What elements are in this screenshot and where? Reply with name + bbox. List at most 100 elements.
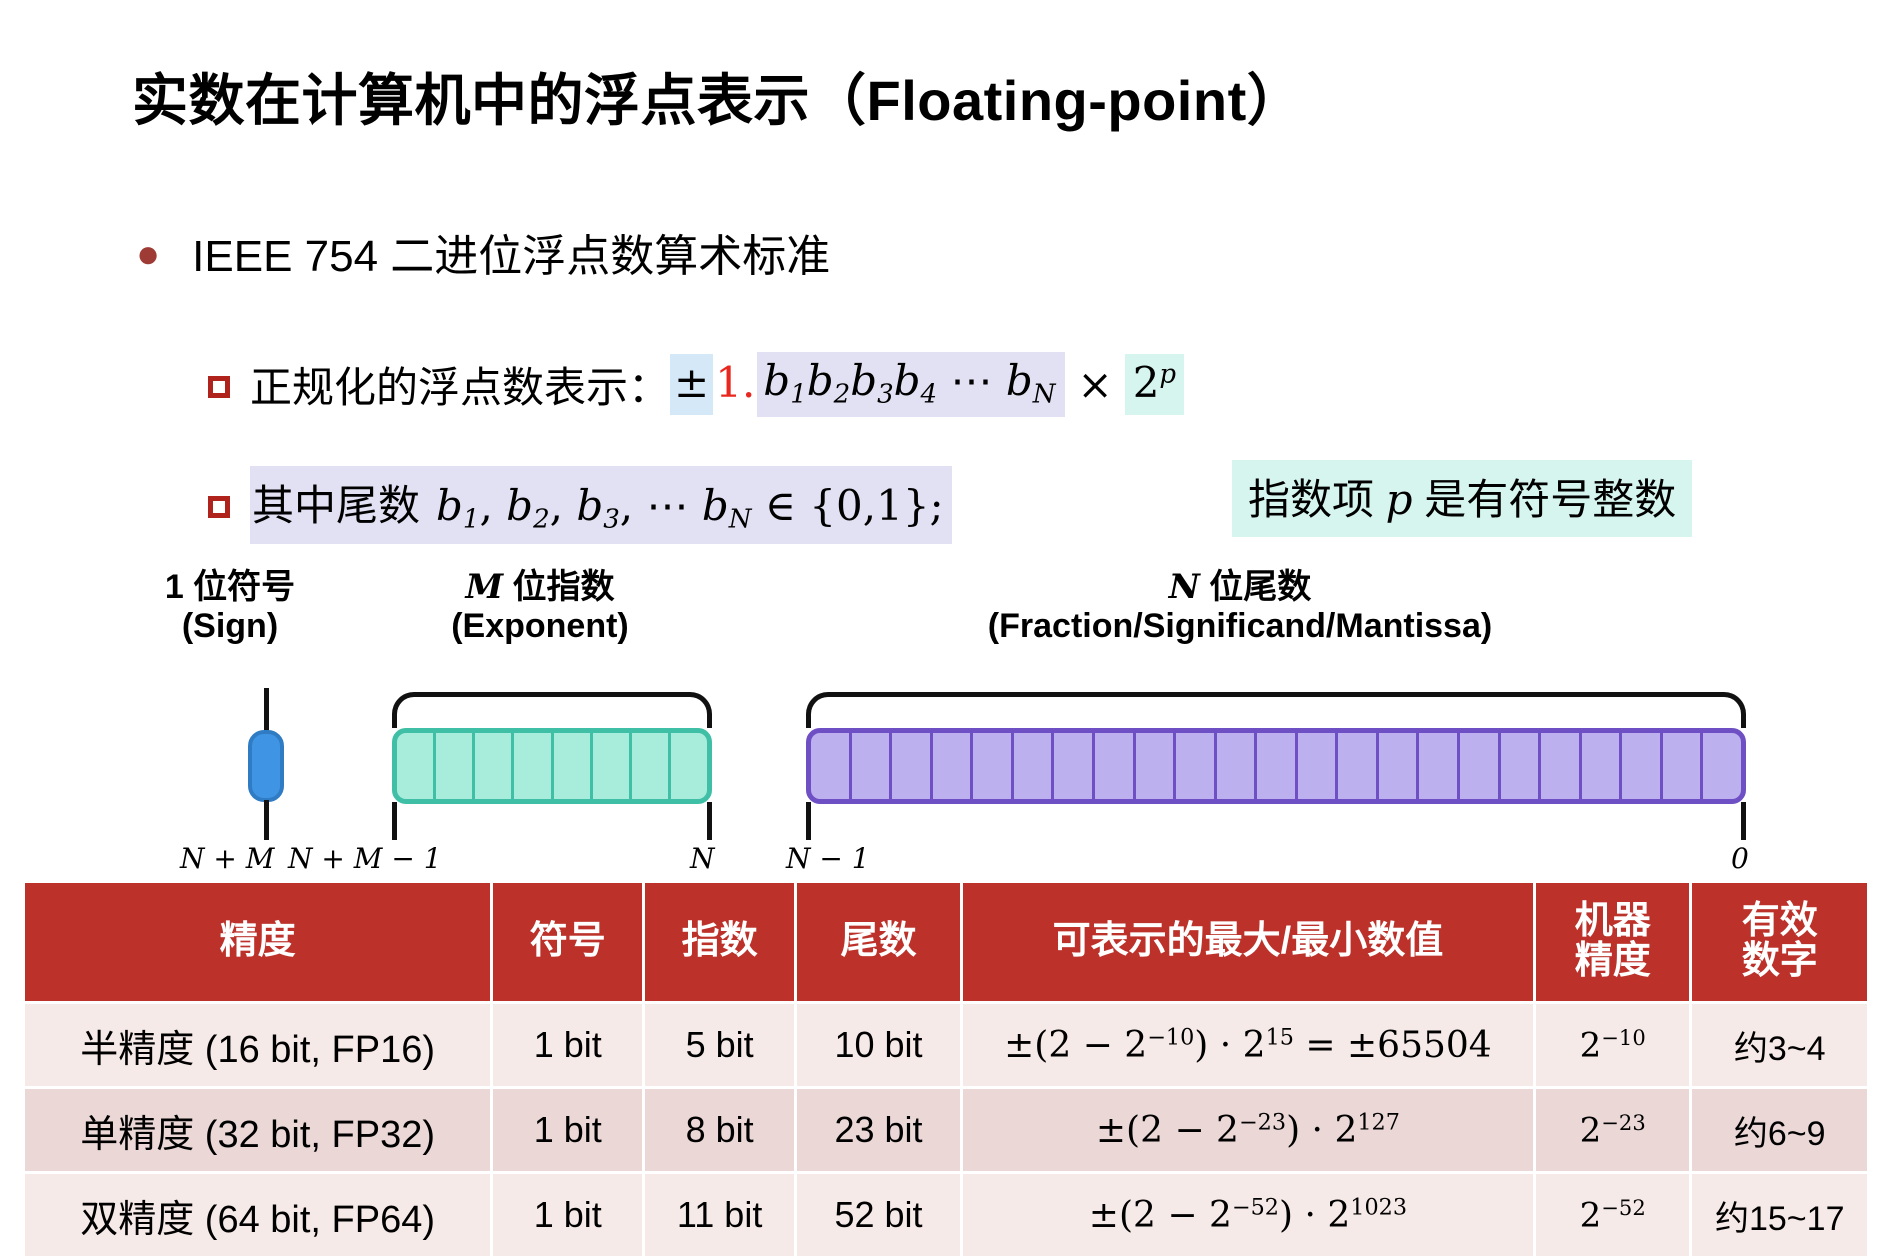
bit-index-mantissa-high: N − 1	[786, 842, 870, 875]
header-mantissa: 尾数	[797, 883, 960, 1001]
exponent-tick-left	[392, 802, 397, 840]
bit-cell	[632, 733, 671, 799]
bit-cell	[593, 733, 632, 799]
bit-cell	[1379, 733, 1420, 799]
bit-cell	[1176, 733, 1217, 799]
formula-leading-one: 1.	[715, 358, 756, 408]
cell-mantissa: 23 bit	[797, 1089, 960, 1171]
caption-sign-line2: (Sign)	[181, 607, 279, 646]
bit-index-exponent-low: N	[690, 842, 715, 875]
precision-comparison-table: 精度 符号 指数 尾数 可表示的最大/最小数值 机器 精度 有效 数字 半精度 …	[22, 880, 1870, 1259]
bit-cell	[1703, 733, 1741, 799]
bit-cell	[1217, 733, 1258, 799]
header-machine-epsilon-line2: 精度	[1574, 940, 1651, 982]
cell-machine-epsilon: 2−52	[1535, 1174, 1690, 1256]
table-row: 半精度 (16 bit, FP16) 1 bit 5 bit 10 bit ±(…	[25, 1004, 1867, 1086]
cell-machine-epsilon: 2−10	[1535, 1004, 1690, 1086]
cell-precision: 半精度 (16 bit, FP16)	[25, 1004, 491, 1086]
header-significant-digits-line1: 有效	[1741, 900, 1818, 943]
cell-exponent: 8 bit	[645, 1089, 795, 1171]
bit-index-sign: N + M	[180, 842, 275, 875]
bit-cell	[811, 733, 852, 799]
formula-exponent-highlight: 2p	[1124, 354, 1185, 416]
table-row: 双精度 (64 bit, FP64) 1 bit 11 bit 52 bit ±…	[25, 1174, 1867, 1256]
cell-precision: 单精度 (32 bit, FP32)	[25, 1089, 491, 1171]
bit-cell	[1419, 733, 1460, 799]
header-significant-digits-line2: 数字	[1741, 940, 1818, 982]
square-bullet-icon	[208, 496, 230, 519]
bit-index-exponent-high: N + M − 1	[288, 842, 442, 875]
bit-cell	[1298, 733, 1339, 799]
bit-cell	[1622, 733, 1663, 799]
cell-range: ±(2 − 2−23) · 2127	[962, 1089, 1533, 1171]
bit-cell	[514, 733, 554, 799]
header-sign: 符号	[493, 883, 643, 1001]
header-precision: 精度	[25, 883, 491, 1001]
caption-exponent-line2: (Exponent)	[451, 607, 629, 646]
bit-cell	[1095, 733, 1136, 799]
bit-cell	[1501, 733, 1542, 799]
cell-significant-digits: 约3~4	[1692, 1004, 1867, 1086]
bit-cell	[973, 733, 1014, 799]
exponent-tick-right	[707, 802, 712, 840]
cell-significant-digits: 约15~17	[1692, 1174, 1867, 1256]
caption-exponent-line1: M 位指数	[465, 567, 615, 607]
bullet-dot-icon: ●	[136, 232, 161, 276]
square-bullet-icon	[208, 375, 230, 398]
caption-exponent-field: M 位指数 (Exponent)	[330, 567, 750, 647]
mantissa-tick-right	[1741, 802, 1746, 840]
header-range: 可表示的最大/最小数值	[962, 883, 1533, 1001]
bit-cell	[892, 733, 933, 799]
exponent-bit-field	[392, 728, 712, 804]
bit-cell	[554, 733, 593, 799]
bit-cell	[436, 733, 476, 799]
bit-cell	[1460, 733, 1501, 799]
cell-sign: 1 bit	[493, 1174, 643, 1256]
bit-cell	[1054, 733, 1095, 799]
formula-mantissa-highlight: b1b2b3b4 ⋯ bN	[757, 352, 1066, 418]
cell-precision: 双精度 (64 bit, FP64)	[25, 1174, 491, 1256]
sign-connector-top	[264, 688, 269, 732]
bit-cell	[1014, 733, 1055, 799]
bit-cell	[1257, 733, 1298, 799]
caption-mantissa-line2: (Fraction/Significand/Mantissa)	[987, 607, 1493, 646]
table-row: 单精度 (32 bit, FP32) 1 bit 8 bit 23 bit ±(…	[25, 1089, 1867, 1171]
header-machine-epsilon-line1: 机器	[1574, 900, 1651, 943]
caption-sign-field: 1 位符号 (Sign)	[120, 568, 340, 647]
cell-mantissa: 10 bit	[797, 1004, 960, 1086]
cell-range: ±(2 − 2−52) · 21023	[962, 1174, 1533, 1256]
sign-bit-cell	[248, 730, 284, 802]
bullet-item-ieee754: ● IEEE 754 二进位浮点数算术标准	[136, 220, 830, 284]
bit-cell	[1663, 733, 1704, 799]
cell-exponent: 11 bit	[645, 1174, 795, 1256]
exponent-brace	[392, 692, 712, 728]
caption-sign-line1: 1 位符号	[164, 568, 296, 606]
bit-index-mantissa-low: 0	[1731, 842, 1749, 875]
formula-times-icon: ×	[1077, 360, 1113, 410]
bit-cell	[1338, 733, 1379, 799]
caption-mantissa-line1: N 位尾数	[1168, 567, 1312, 607]
bit-cell	[1582, 733, 1623, 799]
bit-cell	[1541, 733, 1582, 799]
cell-sign: 1 bit	[493, 1004, 643, 1086]
cell-range: ±(2 − 2−10) · 215 = ±65504	[962, 1004, 1533, 1086]
exponent-note-text: 指数项 p 是有符号整数	[1248, 475, 1677, 524]
bit-cell	[852, 733, 893, 799]
header-machine-epsilon: 机器 精度	[1535, 883, 1690, 1001]
bit-cell	[933, 733, 974, 799]
subbullet-label-normalized: 正规化的浮点数表示：	[250, 364, 671, 412]
cell-exponent: 5 bit	[645, 1004, 795, 1086]
mantissa-bit-field	[806, 728, 1746, 804]
table-header-row: 精度 符号 指数 尾数 可表示的最大/最小数值 机器 精度 有效 数字	[25, 883, 1867, 1001]
caption-mantissa-field: N 位尾数 (Fraction/Significand/Mantissa)	[810, 567, 1670, 647]
bit-cell	[1136, 733, 1177, 799]
bullet-label-ieee754: IEEE 754 二进位浮点数算术标准	[192, 232, 831, 281]
header-significant-digits: 有效 数字	[1692, 883, 1867, 1001]
header-exponent: 指数	[645, 883, 795, 1001]
formula-sign-highlight: ±	[670, 354, 714, 416]
cell-sign: 1 bit	[493, 1089, 643, 1171]
cell-machine-epsilon: 2−23	[1535, 1089, 1690, 1171]
subbullet-label-mantissa: 其中尾数	[252, 482, 421, 529]
